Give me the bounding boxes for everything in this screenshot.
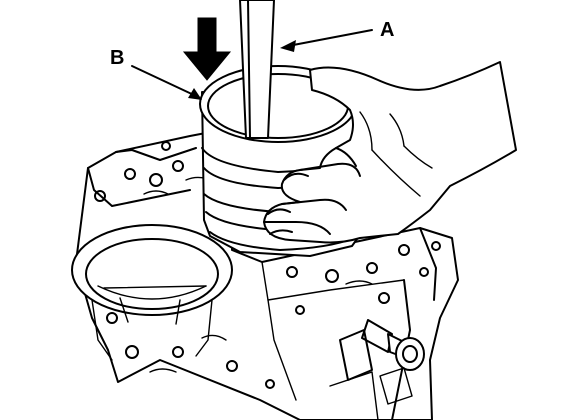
- bolt: [329, 319, 425, 420]
- hammer-handle: [239, 0, 275, 139]
- push-down-arrow: [182, 17, 232, 81]
- callout-b: B: [110, 47, 202, 100]
- callout-a: A: [280, 19, 394, 52]
- hand: [263, 61, 517, 244]
- open-cylinder-bore: [71, 224, 233, 361]
- label-b: B: [110, 47, 124, 69]
- engine-block: [75, 127, 459, 420]
- label-a: A: [380, 19, 394, 41]
